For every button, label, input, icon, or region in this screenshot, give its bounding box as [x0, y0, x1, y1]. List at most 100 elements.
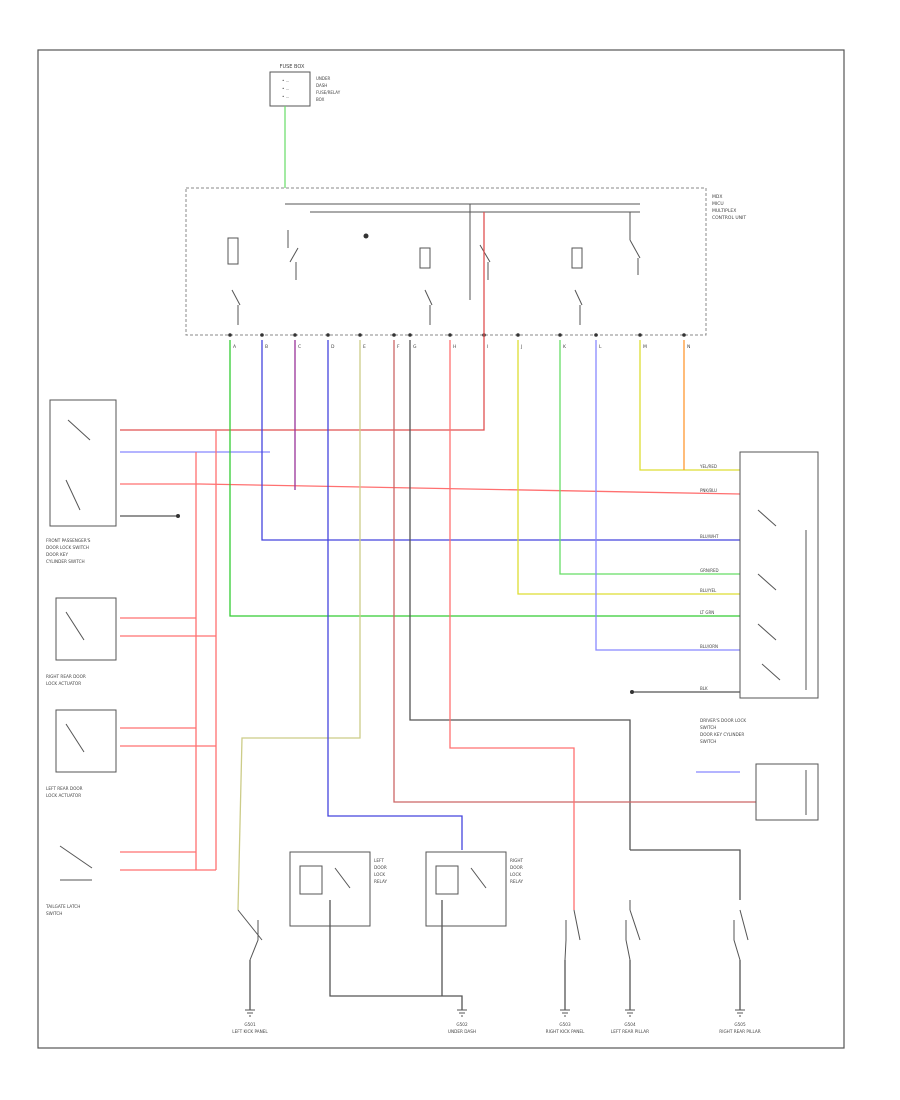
- left-switch-1-label-0: RIGHT REAR DOOR: [46, 674, 86, 679]
- ground-code: G502: [456, 1022, 468, 1027]
- driver-switch-label-0: DRIVER'S DOOR LOCK: [700, 718, 746, 723]
- terminal-pin: [594, 333, 598, 337]
- ground-code: G505: [734, 1022, 746, 1027]
- control-unit: MDX MICU MULTIPLEX CONTROL UNIT: [185, 187, 746, 336]
- wire-label-5: LT GRN: [700, 610, 714, 615]
- terminal-label: M: [643, 344, 647, 350]
- fuse-box: FUSE BOX • ... • ... • ... UNDER DASH FU…: [269, 64, 341, 188]
- fuse-box-title: FUSE BOX: [280, 64, 305, 70]
- ground-code: G504: [624, 1022, 636, 1027]
- fuse-box-label-2: FUSE/RELAY: [316, 90, 341, 95]
- svg-text:• ...: • ...: [282, 86, 289, 91]
- terminal-label: J: [520, 344, 522, 350]
- control-unit-label-1: MICU: [712, 201, 724, 207]
- ground-label: RIGHT REAR PILLAR: [719, 1029, 760, 1034]
- ground-label: LEFT KICK PANEL: [232, 1029, 268, 1034]
- wire-label-3: GRN/RED: [700, 568, 719, 573]
- terminal-label: I: [487, 344, 488, 350]
- left-switch-3: TAILGATE LATCH SWITCH: [45, 845, 93, 916]
- terminal-pin: [293, 333, 297, 337]
- left-relay-label-3: RELAY: [374, 879, 388, 884]
- terminal-pin: [326, 333, 330, 337]
- fuse-box-label-0: UNDER: [316, 76, 331, 81]
- left-switch-2: LEFT REAR DOOR LOCK ACTUATOR: [46, 709, 117, 798]
- terminal-row: A B C D E F G H I J K L M N: [228, 333, 690, 350]
- terminal-label: C: [298, 344, 301, 350]
- wire-label-1: PNK/BLU: [700, 488, 717, 493]
- left-switch-3-label-0: TAILGATE LATCH: [45, 904, 80, 909]
- right-relay-label-2: LOCK: [510, 872, 521, 877]
- svg-text:• ...: • ...: [282, 94, 289, 99]
- left-switch-1-label-1: LOCK ACTUATOR: [46, 681, 81, 686]
- left-switch-2-label-0: LEFT REAR DOOR: [46, 786, 83, 791]
- terminal-label: E: [363, 344, 366, 350]
- ground-code: G503: [559, 1022, 571, 1027]
- control-unit-label-0: MDX: [712, 194, 722, 200]
- wire-label-2: BLU/WHT: [700, 534, 719, 539]
- terminal-label: F: [397, 344, 400, 350]
- terminal-pin: [228, 333, 232, 337]
- ground-code: G501: [244, 1022, 256, 1027]
- driver-switch-label-2: DOOR KEY CYLINDER: [700, 732, 744, 737]
- terminal-label: B: [265, 344, 268, 350]
- left-relay-label-0: LEFT: [374, 858, 384, 863]
- ground-label: UNDER DASH: [448, 1029, 476, 1034]
- left-switch-0-label-2: DOOR KEY: [46, 552, 68, 557]
- terminal-pin: [408, 333, 412, 337]
- terminal-label: K: [563, 344, 567, 350]
- wire-label-7: BLK: [700, 686, 708, 691]
- terminal-pin: [558, 333, 562, 337]
- left-switch-0-label-3: CYLINDER SWITCH: [46, 559, 85, 564]
- terminal-pin: [392, 333, 396, 337]
- left-switch-3-label-1: SWITCH: [46, 911, 62, 916]
- driver-switch-label-1: SWITCH: [700, 725, 716, 730]
- terminal-pin: [260, 333, 264, 337]
- terminal-label: L: [599, 344, 602, 350]
- terminal-pin: [638, 333, 642, 337]
- bottom-switches: [237, 900, 749, 961]
- terminal-label: G: [413, 344, 417, 350]
- driver-switch-label-3: SWITCH: [700, 739, 716, 744]
- terminal-label: N: [687, 344, 690, 350]
- terminal-pin: [448, 333, 452, 337]
- left-switch-2-label-1: LOCK ACTUATOR: [46, 793, 81, 798]
- svg-text:• ...: • ...: [282, 78, 289, 83]
- left-switch-1: RIGHT REAR DOOR LOCK ACTUATOR: [46, 597, 117, 686]
- right-relay-label-3: RELAY: [510, 879, 524, 884]
- terminal-label: H: [453, 344, 456, 350]
- terminal-pin: [516, 333, 520, 337]
- wire-label-0: YEL/RED: [699, 464, 717, 469]
- left-switch-0: FRONT PASSENGER'S DOOR LOCK SWITCH DOOR …: [46, 399, 117, 564]
- control-unit-label-3: CONTROL UNIT: [712, 215, 746, 221]
- left-relay-label-1: DOOR: [374, 865, 387, 870]
- left-switch-0-label-1: DOOR LOCK SWITCH: [46, 545, 89, 550]
- lower-right-module: [755, 763, 819, 821]
- left-relay-label-2: LOCK: [374, 872, 385, 877]
- right-relay-label-1: DOOR: [510, 865, 523, 870]
- terminal-pin: [682, 333, 686, 337]
- right-door-lock-relay: RIGHT DOOR LOCK RELAY: [425, 851, 524, 927]
- control-unit-label-2: MULTIPLEX: [712, 208, 736, 214]
- diagram-border: [37, 49, 845, 1049]
- ground-label: RIGHT KICK PANEL: [546, 1029, 585, 1034]
- driver-door-lock-switch: DRIVER'S DOOR LOCK SWITCH DOOR KEY CYLIN…: [700, 451, 819, 744]
- terminal-pin: [358, 333, 362, 337]
- right-relay-label-0: RIGHT: [510, 858, 524, 863]
- terminal-label: D: [331, 344, 335, 350]
- wire-label-6: BLU/ORN: [700, 644, 718, 649]
- fuse-box-label-1: DASH: [316, 83, 327, 88]
- left-switch-0-label-0: FRONT PASSENGER'S: [46, 538, 91, 543]
- connector-wire-labels: YEL/RED PNK/BLU BLU/WHT GRN/RED BLU/YEL …: [699, 464, 719, 691]
- wires: [120, 212, 756, 1010]
- left-door-lock-relay: LEFT DOOR LOCK RELAY: [289, 851, 388, 927]
- ground-label: LEFT REAR PILLAR: [611, 1029, 649, 1034]
- fuse-box-label-3: BOX: [316, 97, 325, 102]
- terminal-label: A: [233, 344, 237, 350]
